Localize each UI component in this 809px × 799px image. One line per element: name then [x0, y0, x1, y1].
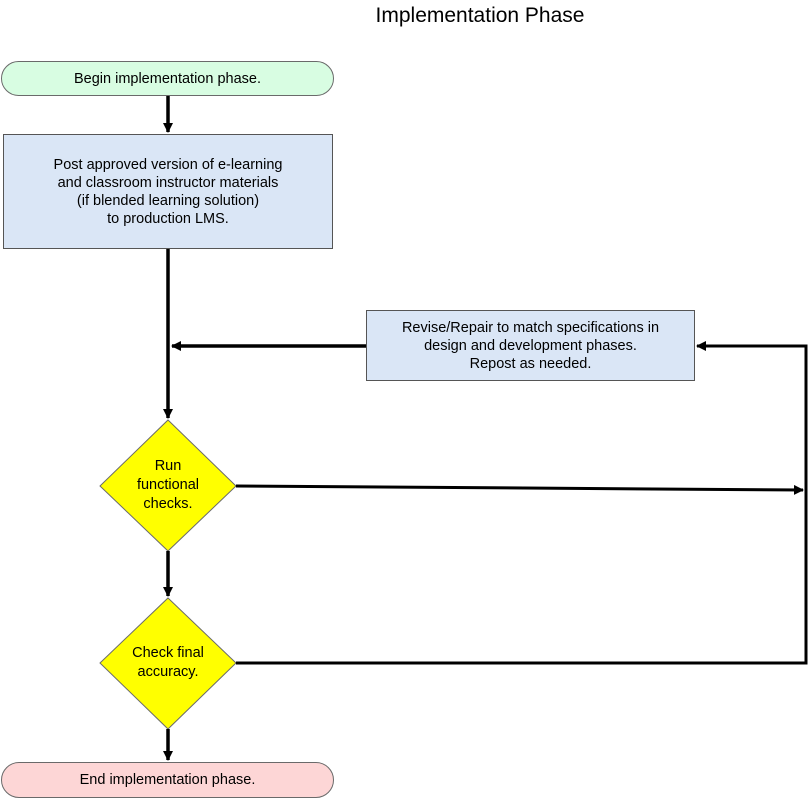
- check-accuracy-label: Check final accuracy.: [132, 645, 204, 680]
- start-terminal: Begin implementation phase.: [1, 61, 334, 96]
- diagram-title: Implementation Phase: [375, 4, 585, 27]
- post-materials-process: Post approved version of e-learning and …: [3, 134, 333, 249]
- revise-repair-process: Revise/Repair to match specifications in…: [366, 310, 695, 381]
- end-terminal: End implementation phase.: [1, 762, 334, 798]
- connector-run-checks-to-right: [235, 484, 804, 495]
- connector-check-loop-back: [236, 341, 808, 665]
- run-checks-label: Run functional checks.: [136, 458, 200, 512]
